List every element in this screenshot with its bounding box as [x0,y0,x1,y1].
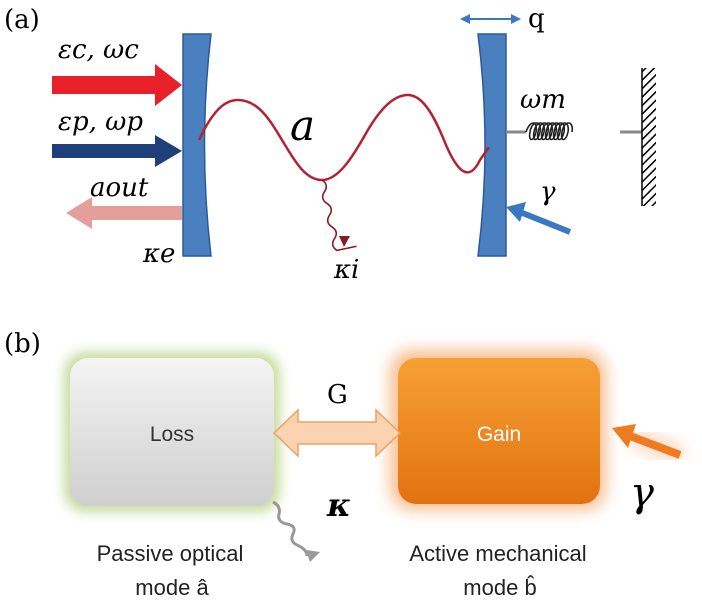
external-loss-label: κe [142,239,175,269]
probe-field-arrow [52,135,182,167]
external-gain-arrow [628,432,682,459]
displacement-label: q [528,4,545,34]
external-gain-arrowhead [612,424,636,448]
coupling-arrow [272,408,402,458]
mechanical-spring [525,122,574,141]
optical-mode-caption-line2: mode â [135,575,209,600]
optical-loss-label: κ [326,486,351,524]
mechanical-gain-label: γ [540,177,556,207]
optical-loss-arrowhead [306,550,320,562]
intrinsic-loss-arrow [321,179,357,252]
mechanical-mode-caption-line2: mode b̂ [463,575,536,600]
optical-loss-arrow [272,500,309,557]
loss-box-label: Loss [150,423,194,446]
output-field-label: aout [90,173,149,203]
coupling-label: G [327,380,348,410]
mechanical-gain-arrowhead [506,202,526,222]
movable-mirror [477,33,507,257]
gain-box [398,358,600,504]
control-field-arrow [52,64,182,106]
input-mirror [182,33,212,257]
external-gain-label: γ [630,470,654,516]
control-field-label: εc, ωc [58,35,139,65]
mechanical-mode-caption-line1: Active mechanical [409,541,586,566]
optical-mode-caption-line1: Passive optical [97,541,244,566]
panel-b-tag: (b) [4,329,41,359]
gain-box-label: Gain [477,423,521,446]
mechanical-gain-arrow [518,209,572,235]
displacement-arrow [460,14,521,24]
output-field-arrow [66,197,182,229]
loss-box [70,358,274,506]
cavity-mode-label: a [290,101,315,150]
intrinsic-loss-label: κi [333,255,359,285]
intrinsic-loss-arrowhead [339,236,350,247]
probe-field-label: εp, ωp [58,107,143,137]
panel-a-tag: (a) [4,5,40,35]
cavity-wave [197,93,491,182]
mechanical-frequency-label: ωm [520,85,566,115]
fixed-wall [642,68,656,206]
